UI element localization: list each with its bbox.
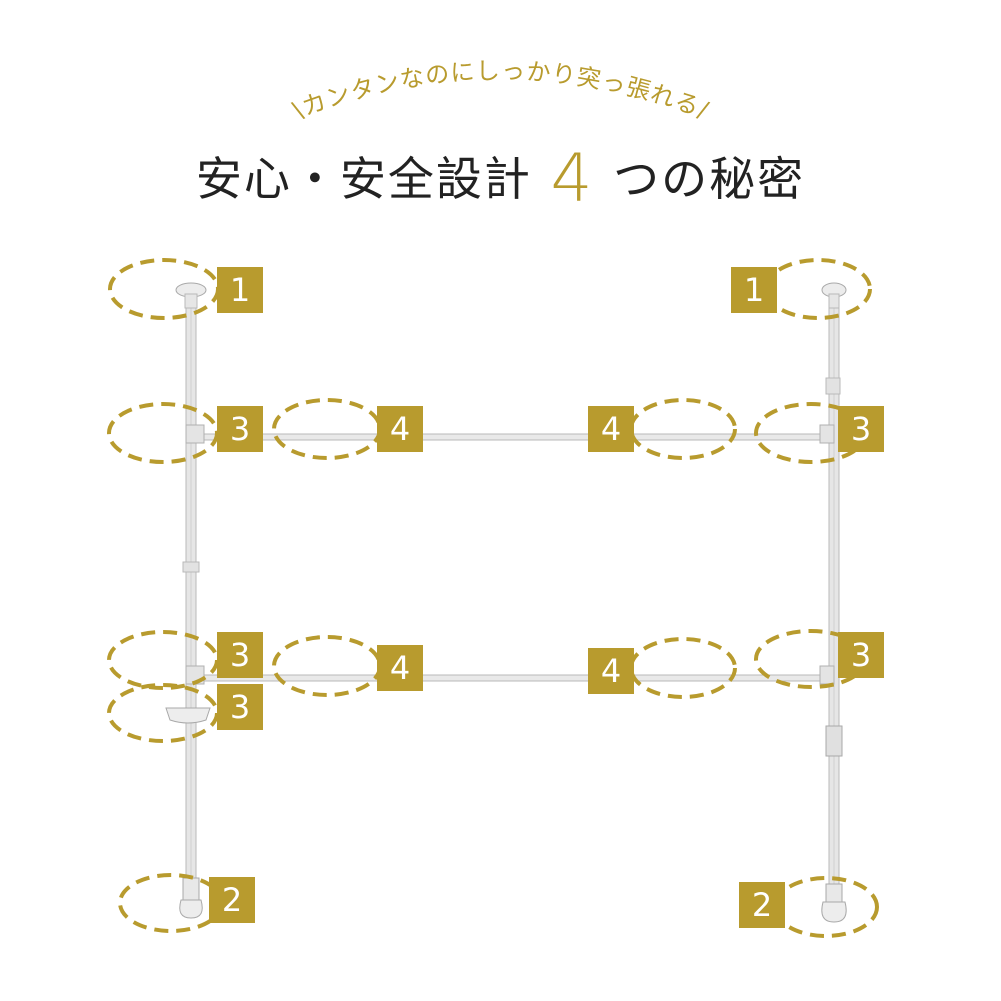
ellipse-lower-right-bar [629, 637, 737, 699]
callout-badge-4-lower-left: 4 [377, 645, 423, 691]
ellipse-upper-left-bar [272, 398, 382, 460]
ellipse-top-right [764, 258, 872, 320]
callout-badge-3-lower-left: 3 [217, 632, 263, 678]
callout-badge-3-upper-right: 3 [838, 406, 884, 452]
ellipse-lower-left-joint [107, 630, 219, 690]
callout-badge-1-right: 1 [731, 267, 777, 313]
left-bottom-base [179, 877, 203, 919]
ellipse-bottom-right [773, 876, 879, 938]
right-top-cap [821, 282, 847, 309]
right-bottom-base [821, 883, 847, 923]
title-number: 4 [550, 140, 595, 217]
callout-badge-2-right: 2 [739, 882, 785, 928]
page-title: 安心・安全設計 4 つの秘密 [0, 140, 1001, 217]
callout-badge-4-lower-right: 4 [588, 648, 634, 694]
callout-badge-3-tray: 3 [217, 684, 263, 730]
ellipse-upper-right-bar [629, 398, 737, 460]
callout-ellipses [107, 258, 879, 938]
ellipse-lower-left-bar [272, 635, 382, 697]
left-tray [165, 707, 211, 724]
ellipse-bottom-left [118, 873, 224, 933]
callout-badge-3-upper-left: 3 [217, 406, 263, 452]
callout-badge-3-lower-right: 3 [838, 632, 884, 678]
left-top-cap [175, 282, 207, 309]
upper-crossbar [185, 424, 835, 444]
callout-badge-2-left: 2 [209, 877, 255, 923]
callout-badge-4-upper-left: 4 [377, 406, 423, 452]
callout-badge-1-left: 1 [217, 267, 263, 313]
callout-badge-4-upper-right: 4 [588, 406, 634, 452]
lower-crossbar [185, 665, 835, 685]
right-pole [825, 297, 843, 899]
tagline-arc: \カンタンなのにしっかり突っ張れる/ [289, 57, 712, 125]
left-pole [182, 297, 200, 889]
title-prefix: 安心・安全設計 [195, 152, 532, 206]
title-suffix: つの秘密 [613, 152, 806, 206]
